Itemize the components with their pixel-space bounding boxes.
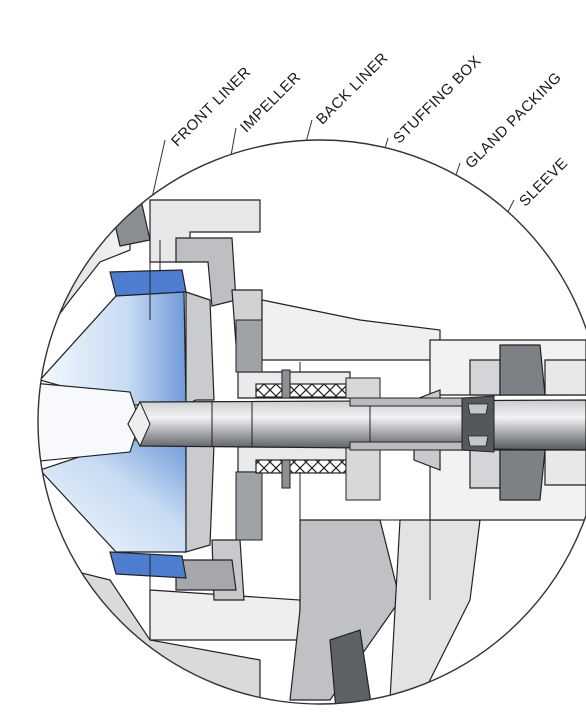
shaft-nose bbox=[127, 400, 151, 448]
sleeve-upper bbox=[349, 397, 463, 407]
gland-packing-upper bbox=[255, 383, 347, 398]
cutaway-circle bbox=[37, 139, 586, 705]
back-liner-upper bbox=[185, 291, 215, 406]
bearing-roller-upper bbox=[467, 403, 489, 415]
stuffing-box-flange-lower bbox=[235, 471, 263, 541]
gland-follower-lower bbox=[345, 445, 381, 501]
back-liner-lower bbox=[185, 439, 215, 553]
gland-follower-upper bbox=[345, 377, 381, 399]
lantern-ring-upper bbox=[281, 369, 291, 399]
stuffing-box-flange bbox=[235, 319, 263, 373]
lantern-ring-lower bbox=[281, 459, 291, 489]
sleeve-lower bbox=[349, 441, 463, 451]
detail-lines bbox=[149, 240, 431, 600]
impeller-shroud-bottom bbox=[109, 551, 187, 579]
gland-packing-lower bbox=[255, 459, 347, 474]
impeller-eye bbox=[38, 379, 141, 466]
bearing-roller-lower bbox=[467, 435, 489, 447]
